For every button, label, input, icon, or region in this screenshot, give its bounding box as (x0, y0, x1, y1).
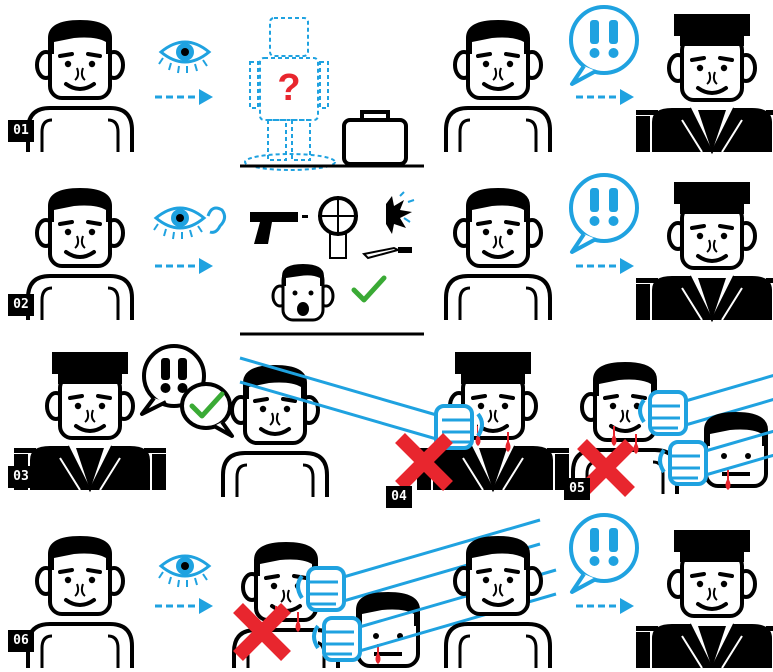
alert-bubble-icon (571, 515, 637, 592)
alert-bubble-icon (571, 7, 637, 84)
surprised-face-icon (273, 264, 333, 320)
arrow-icon (576, 89, 634, 105)
ear-icon (208, 208, 225, 232)
row-3 (14, 344, 773, 497)
eye-icon (159, 556, 209, 587)
arrow-icon (576, 598, 634, 614)
arrow-icon (576, 258, 634, 274)
civilian-figure (28, 20, 132, 152)
row-2 (28, 175, 773, 334)
step-badge: 01 (8, 120, 34, 142)
step-badge: 04 (386, 486, 412, 508)
suitcase-icon (344, 112, 406, 164)
row-1: ? (28, 7, 773, 170)
step-badge: 05 (564, 478, 590, 500)
step-badge: 02 (8, 294, 34, 316)
check-bubble-icon (182, 384, 232, 436)
step-badge: 06 (8, 630, 34, 652)
civilian-figure (446, 20, 550, 152)
civilian-figure (446, 188, 550, 320)
crosshair-icon (318, 196, 358, 258)
arrow-icon (155, 89, 213, 105)
knife-icon (364, 247, 412, 258)
pistol-icon (250, 212, 308, 244)
eye-icon (159, 42, 209, 73)
checkmark-icon (354, 278, 384, 300)
question-mark-icon: ? (277, 67, 300, 109)
row-4 (28, 515, 773, 668)
step-badge: 03 (8, 466, 34, 488)
authority-figure (636, 14, 773, 152)
authority-figure (636, 530, 773, 668)
authority-figure (636, 182, 773, 320)
explosion-icon (386, 192, 414, 234)
civilian-figure (446, 536, 550, 668)
civilian-figure (28, 188, 132, 320)
arrow-icon (155, 258, 213, 274)
alert-bubble-icon (571, 175, 637, 252)
civilian-figure (28, 536, 132, 668)
civilian-figure (223, 365, 327, 497)
arrow-icon (155, 598, 213, 614)
eye-icon (154, 208, 204, 239)
